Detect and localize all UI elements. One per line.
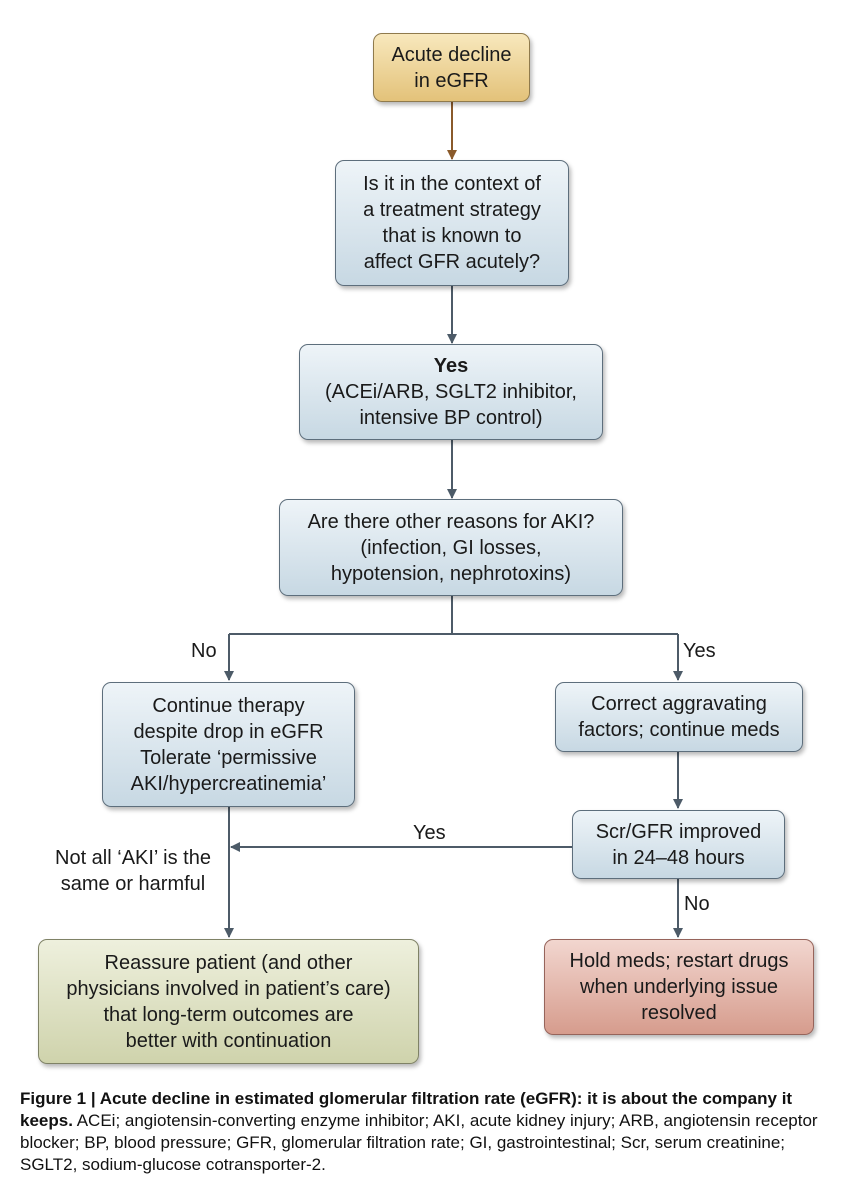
- yes-details-line-2: intensive BP control): [359, 407, 543, 429]
- figure-caption: Figure 1 | Acute decline in estimated gl…: [20, 1088, 840, 1176]
- scr-line-1: Scr/GFR improved: [595, 820, 762, 843]
- start-line-1: Acute decline: [391, 43, 512, 66]
- context-line-2: a treatment strategy: [363, 199, 541, 221]
- aki-line-1: Are there other reasons for AKI?: [307, 510, 595, 533]
- yes-title: Yes: [433, 355, 469, 377]
- no-branch-label: No: [191, 640, 217, 662]
- scr-line-2: in 24–48 hours: [612, 846, 745, 869]
- correct-line-2: factors; continue meds: [578, 719, 780, 741]
- hold-line-3: resolved: [641, 1002, 717, 1024]
- yes-treatment-box: Yes (ACEi/ARB, SGLT2 inhibitor, intensiv…: [299, 344, 603, 440]
- hold-line-1: Hold meds; restart drugs: [569, 950, 789, 972]
- aki-line-2: (infection, GI losses,: [360, 536, 542, 559]
- yes-branch-label: Yes: [683, 640, 716, 662]
- context-line-1: Is it in the context of: [363, 173, 541, 195]
- not-all-aki-note: Not all ‘AKI’ is the same or harmful: [48, 845, 218, 897]
- reassure-line-1: Reassure patient (and other: [104, 951, 353, 974]
- context-question-box: Is it in the context of a treatment stra…: [335, 160, 569, 286]
- reassure-line-3: that long-term outcomes are: [103, 1003, 354, 1026]
- hold-meds-box: Hold meds; restart drugs when underlying…: [544, 939, 814, 1035]
- start-box: Acute decline in eGFR: [373, 33, 530, 102]
- context-line-4: affect GFR acutely?: [363, 251, 541, 273]
- correct-line-1: Correct aggravating: [591, 693, 767, 715]
- caption-title: Figure 1 | Acute decline in estimated gl…: [20, 1089, 793, 1130]
- context-line-3: that is known to: [382, 225, 522, 247]
- continue-line-1: Continue therapy: [152, 694, 305, 717]
- scr-improved-box: Scr/GFR improved in 24–48 hours: [572, 810, 785, 879]
- start-line-2: in eGFR: [414, 69, 489, 92]
- caption-text: ACEi; angiotensin-converting enzyme inhi…: [20, 1111, 818, 1174]
- no-improved-label: No: [684, 893, 710, 915]
- reassure-line-4: better with continuation: [125, 1029, 332, 1052]
- not-all-aki-line-2: same or harmful: [60, 873, 206, 895]
- reassure-line-2: physicians involved in patient’s care): [66, 977, 391, 1000]
- reassure-box: Reassure patient (and other physicians i…: [38, 939, 419, 1064]
- continue-line-4: AKI/hypercreatinemia’: [130, 772, 327, 795]
- correct-factors-box: Correct aggravating factors; continue me…: [555, 682, 803, 752]
- yes-details-line-1: (ACEi/ARB, SGLT2 inhibitor,: [325, 381, 577, 403]
- continue-line-3: Tolerate ‘permissive: [140, 746, 317, 769]
- continue-line-2: despite drop in eGFR: [133, 720, 324, 743]
- hold-line-2: when underlying issue: [580, 976, 778, 998]
- continue-therapy-box: Continue therapy despite drop in eGFR To…: [102, 682, 355, 807]
- aki-line-3: hypotension, nephrotoxins): [330, 562, 572, 585]
- aki-question-box: Are there other reasons for AKI? (infect…: [279, 499, 623, 596]
- yes-improved-label: Yes: [413, 822, 446, 844]
- not-all-aki-line-1: Not all ‘AKI’ is the: [55, 847, 211, 869]
